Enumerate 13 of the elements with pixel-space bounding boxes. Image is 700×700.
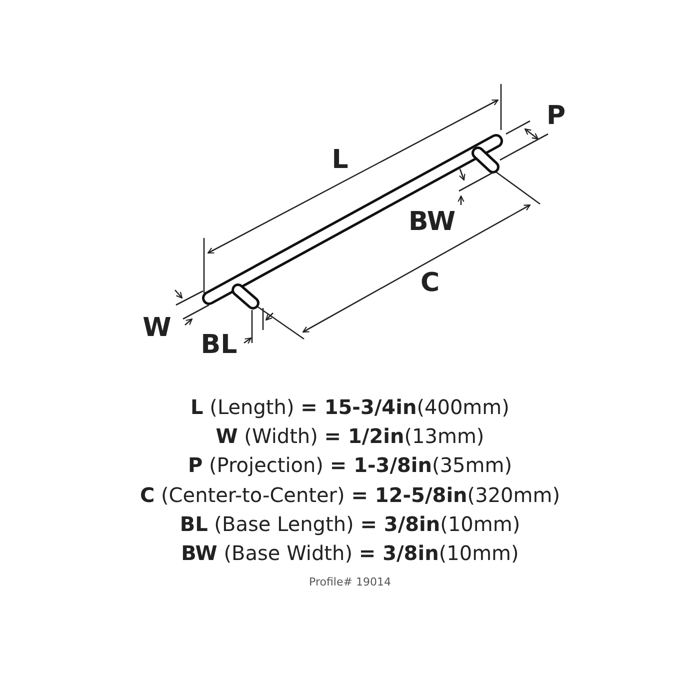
profile-number: Profile# 19014 xyxy=(309,576,391,588)
specification-line: C (Center-to-Center) = 12-5/8in(320mm) xyxy=(140,483,560,507)
specification-line: BL (Base Length) = 3/8in(10mm) xyxy=(180,512,520,536)
dimension-label: C xyxy=(420,268,440,298)
dimension-label: L xyxy=(332,145,348,175)
specification-line: BW (Base Width) = 3/8in(10mm) xyxy=(181,541,519,565)
specification-line: L (Length) = 15-3/4in(400mm) xyxy=(190,395,510,419)
specification-line: W (Width) = 1/2in(13mm) xyxy=(216,424,484,448)
dimension-label: BL xyxy=(200,330,238,360)
dimension-label: P xyxy=(546,101,566,131)
dimension-label: BW xyxy=(408,207,456,237)
dimension-label: W xyxy=(142,313,172,343)
specification-line: P (Projection) = 1-3/8in(35mm) xyxy=(188,453,512,477)
